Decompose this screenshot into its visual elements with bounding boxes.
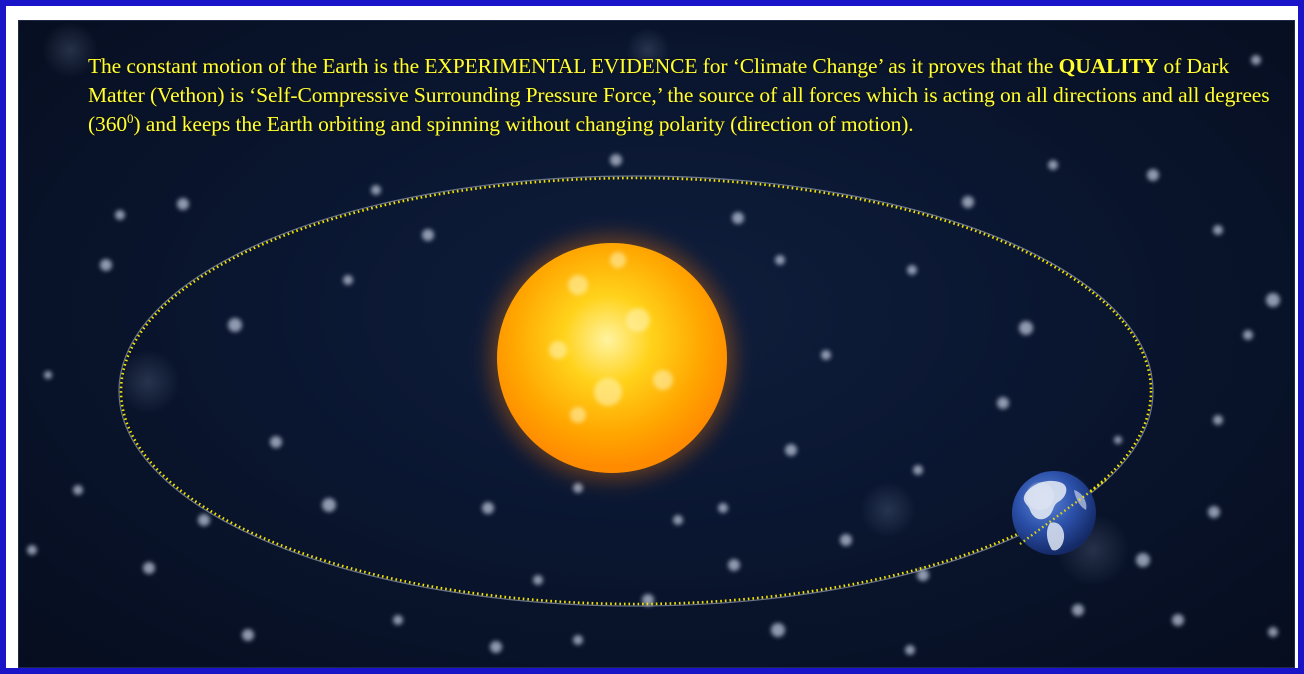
caption-part-2: of Dark Matter (Vethon) is ‘Self-Compres… xyxy=(88,54,1270,136)
sun-icon xyxy=(477,223,747,493)
orbit-diagram xyxy=(27,22,1280,655)
caption-bold-term: QUALITY xyxy=(1058,54,1159,78)
space-background: The constant motion of the Earth is the … xyxy=(18,20,1295,668)
caption-part-3: ) and keeps the Earth orbiting and spinn… xyxy=(133,112,914,136)
caption-superscript: 0 xyxy=(127,110,134,126)
earth-globe-icon xyxy=(1012,471,1107,555)
caption-text: The constant motion of the Earth is the … xyxy=(88,52,1278,139)
caption-part-1: The constant motion of the Earth is the … xyxy=(88,54,1059,78)
orbit-path xyxy=(118,175,1154,607)
